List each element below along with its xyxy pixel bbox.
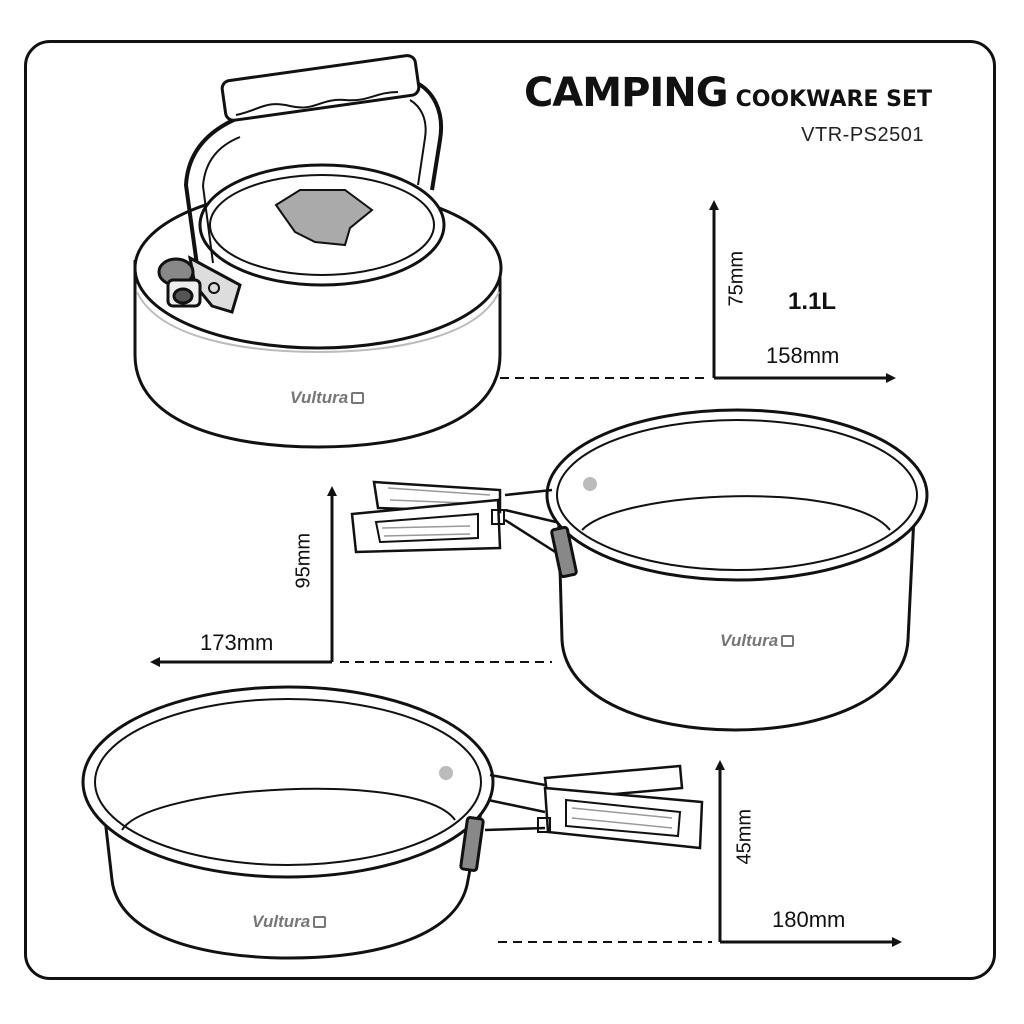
- pan-clip: [459, 816, 485, 872]
- dimension-lines: [150, 200, 902, 947]
- pan-rim: [81, 685, 495, 879]
- kettle-drawing: [133, 54, 503, 449]
- kettle-brand-logo: Vultura: [290, 388, 365, 408]
- pan-drawing: [81, 685, 704, 960]
- pan-handle-bottom: [543, 786, 704, 850]
- model-number: VTR-PS2501: [801, 124, 924, 146]
- pot-clip: [550, 525, 578, 579]
- pan-handle-wire: [484, 773, 546, 832]
- kettle-diameter-label: 158mm: [766, 343, 840, 368]
- kettle-handle-left: [183, 116, 239, 266]
- kettle-capacity: 1.1L: [788, 288, 837, 315]
- title-sub: COOKWARE SET: [735, 87, 932, 112]
- pan-diameter-label: 180mm: [772, 907, 846, 932]
- lid-knob: [274, 189, 374, 247]
- pot-rim: [545, 408, 929, 582]
- title-main: CAMPING: [523, 70, 729, 116]
- kettle-height-label: 75mm: [725, 250, 748, 307]
- pot-height-label: 95mm: [292, 532, 315, 589]
- pot-drawing: [350, 408, 929, 732]
- pot-handle-wire: [504, 488, 561, 557]
- pan-height-label: 45mm: [733, 808, 756, 865]
- pot-diameter-label: 173mm: [200, 630, 274, 655]
- pot-brand-logo: Vultura: [720, 631, 795, 651]
- kettle-handle-right: [414, 80, 444, 191]
- pan-brand-logo: Vultura: [252, 912, 327, 932]
